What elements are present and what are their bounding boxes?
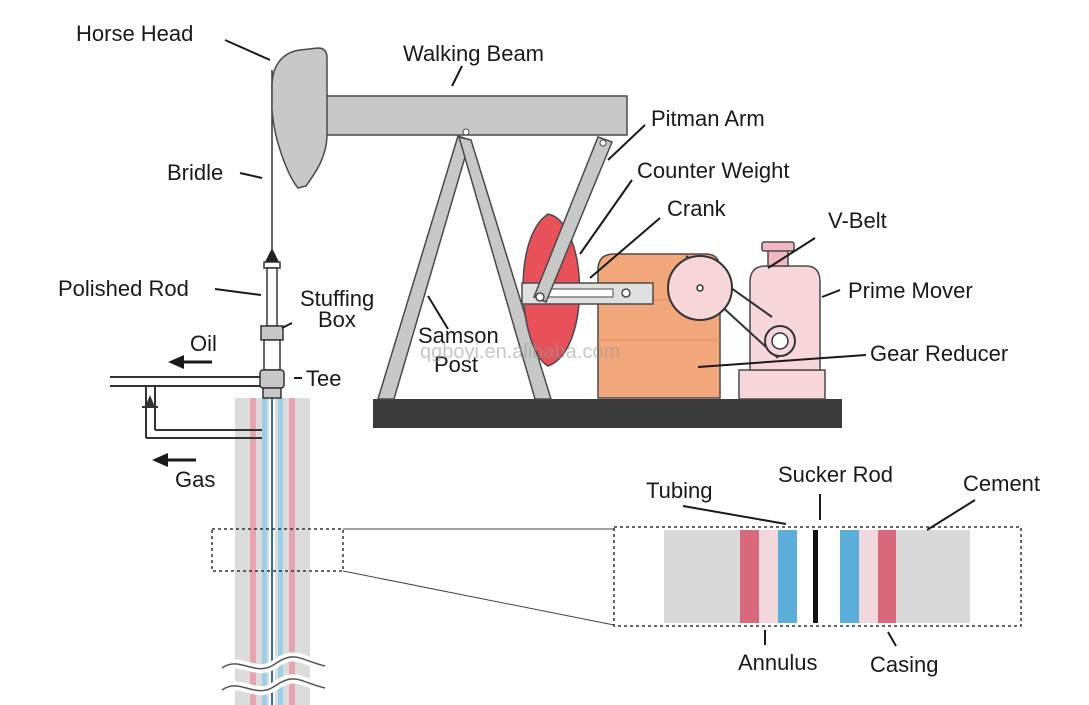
watermark: qgboyi.en.alibaba.com <box>420 341 620 363</box>
label-gas: Gas <box>175 467 215 492</box>
zoom-detail-box <box>613 526 1022 627</box>
label-samson: Samson <box>418 323 499 348</box>
label-counter-weight: Counter Weight <box>637 158 789 183</box>
base-skid <box>373 399 842 428</box>
labels: Horse Head Walking Beam Pitman Arm Count… <box>58 21 1040 677</box>
label-tubing: Tubing <box>646 478 712 503</box>
prime-mover <box>738 241 826 400</box>
label-casing: Casing <box>870 652 938 677</box>
zoom-source-box <box>211 528 344 572</box>
tee <box>259 369 285 389</box>
carrier-bar <box>265 248 279 262</box>
label-box: Box <box>318 307 356 332</box>
label-crank: Crank <box>667 196 727 221</box>
label-pitman-arm: Pitman Arm <box>651 106 765 131</box>
flow-lines <box>110 355 262 467</box>
v-belt <box>667 255 796 359</box>
pitman-arm <box>533 136 613 303</box>
zoom-line-bottom <box>342 570 615 626</box>
stuffing-box <box>260 325 284 341</box>
horse-head <box>271 47 328 189</box>
label-tee: Tee <box>306 366 341 391</box>
label-horse-head: Horse Head <box>76 21 193 46</box>
label-gear-reducer: Gear Reducer <box>870 341 1008 366</box>
label-bridle: Bridle <box>167 160 223 185</box>
label-annulus: Annulus <box>738 650 818 675</box>
label-walking-beam: Walking Beam <box>403 41 544 66</box>
label-sucker-rod: Sucker Rod <box>778 462 893 487</box>
wellbore <box>219 398 327 705</box>
label-polished-rod: Polished Rod <box>58 276 189 301</box>
leader-lines <box>214 39 976 647</box>
oil-arrow <box>168 355 184 369</box>
wellhead <box>259 70 285 399</box>
label-v-belt: V-Belt <box>828 208 887 233</box>
samson-post <box>376 135 553 400</box>
label-cement: Cement <box>963 471 1040 496</box>
cross-section-detail <box>664 530 970 623</box>
label-stuffing: Stuffing <box>300 286 374 311</box>
label-prime-mover: Prime Mover <box>848 278 973 303</box>
gas-arrow <box>152 453 168 467</box>
label-oil: Oil <box>190 331 217 356</box>
walking-beam <box>309 95 628 136</box>
label-post: Post <box>434 352 478 377</box>
polished-rod <box>266 267 278 327</box>
